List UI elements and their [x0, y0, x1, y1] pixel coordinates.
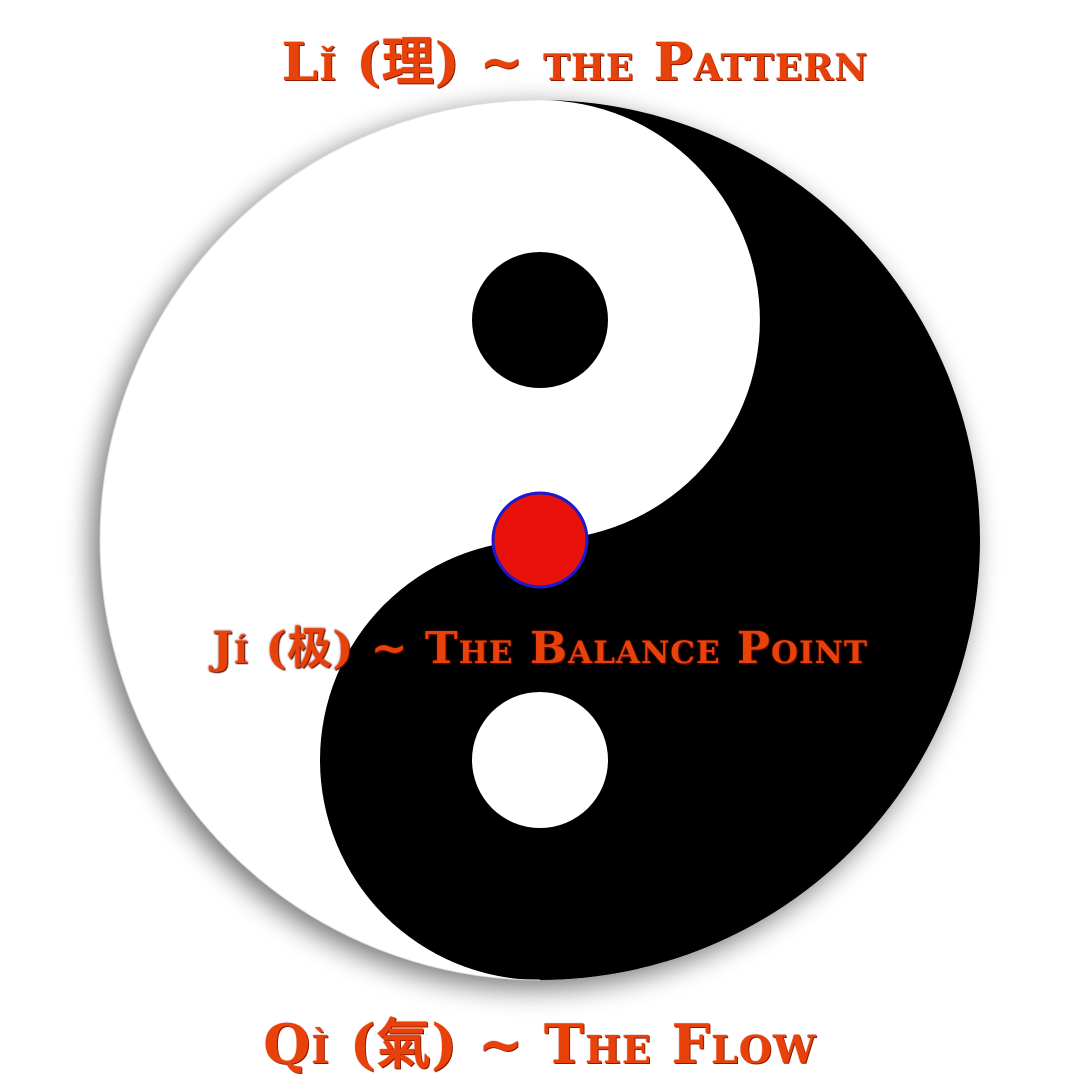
balance-point-marker	[491, 491, 589, 589]
label-qi-flow: Qì (氣) ~ The Flow	[263, 1012, 817, 1076]
yang-dot	[472, 692, 608, 828]
label-ji-balance-point: Jí (极) ~ The Balance Point	[212, 623, 868, 674]
label-li-pattern: Lǐ (理) ~ the Pattern	[281, 32, 869, 93]
yin-dot	[472, 252, 608, 388]
yang-outline	[99, 99, 541, 981]
